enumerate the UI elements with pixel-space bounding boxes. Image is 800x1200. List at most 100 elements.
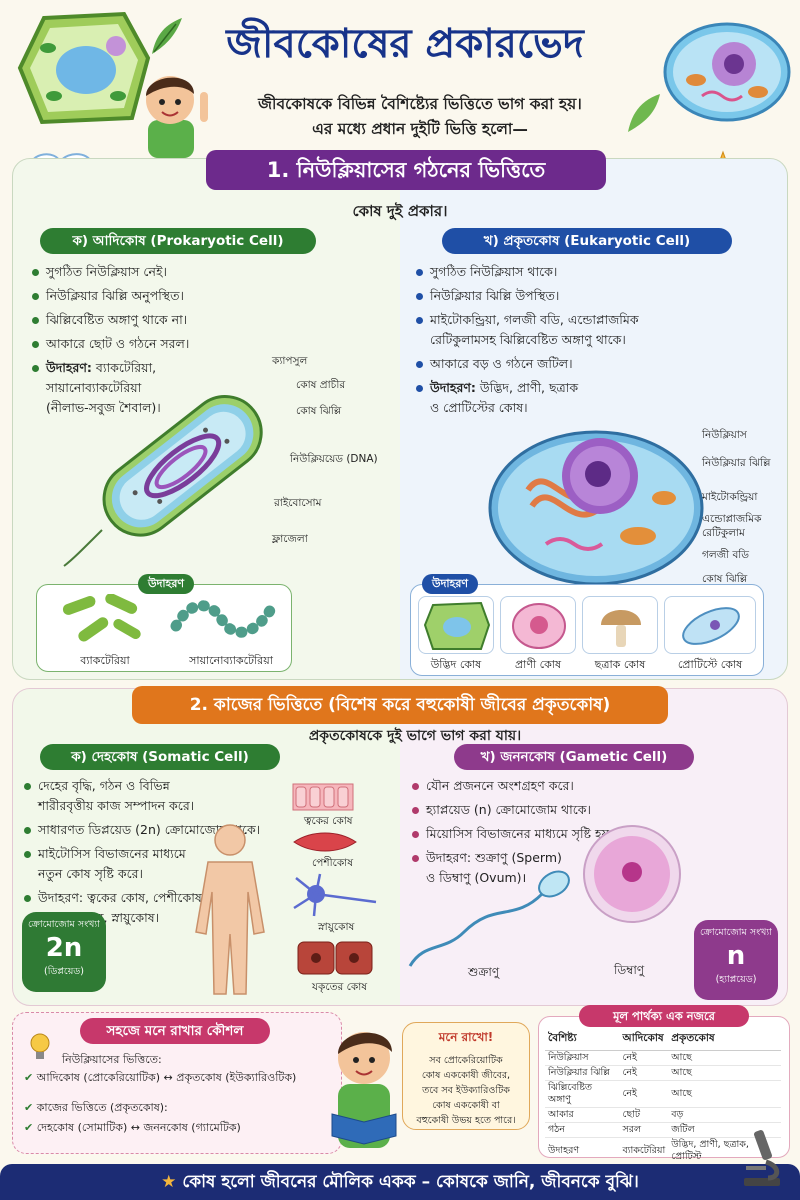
column-header: আদিকোষ — [619, 1029, 669, 1051]
example-tag: উদাহরণ — [422, 574, 479, 594]
list-item: মিয়োসিস বিভাজনের মাধ্যমে সৃষ্টি হয়। — [410, 824, 710, 844]
table-cell: নেই — [619, 1065, 669, 1081]
chromosome-badge-n: ক্রোমোজোম সংখ্যা n (হ্যাপ্লয়েড) — [694, 920, 778, 1000]
eukaryote-list: সুগঠিত নিউক্লিয়াস থাকে। নিউক্লিয়ার ঝিল… — [414, 262, 714, 422]
sperm-cell-image — [404, 862, 584, 972]
tip-line-3: ✔ কাজের ভিত্তিতে (প্রকৃতকোষ): — [24, 1100, 168, 1116]
list-text: ও ডিম্বাণু (Ovum)। — [426, 870, 527, 885]
star-icon: ★ — [161, 1172, 183, 1192]
table-cell: আছে — [668, 1065, 781, 1081]
list-text: মাইটোকন্ড্রিয়া, গলজী বডি, এন্ডোপ্লাজমিক — [430, 312, 639, 327]
remember-line: বহুকোষী উভয় হতে পারে। — [416, 1115, 516, 1126]
caption-protist-cell: প্রোটিস্টে কোষ — [677, 658, 743, 671]
list-item: হ্যাপ্লয়েড (n) ক্রোমোজোম থাকে। — [410, 800, 710, 820]
table-cell: ঝিল্লিবেষ্টিত অঙ্গাণু — [545, 1080, 620, 1108]
list-item: আকারে বড় ও গঠনে জটিল। — [414, 354, 714, 374]
example-text: উদ্ভিদ, প্রাণী, ছত্রাক — [479, 380, 579, 395]
sperm-label: শুক্রাণু — [468, 965, 500, 979]
example-text: ব্যাকটেরিয়া, — [95, 360, 157, 375]
list-item: উদাহরণ: উদ্ভিদ, প্রাণী, ছত্রাক ও প্রোটিস্… — [414, 378, 714, 418]
boy-icon — [124, 62, 220, 158]
section2-banner: 2. কাজের ভিত্তিতে (বিশেষ করে বহুকোষী জীব… — [132, 686, 668, 724]
nerve-cell-label: স্নায়ুকোষ — [318, 921, 355, 933]
label-ribosome: রাইবোসোম — [274, 497, 322, 509]
remember-line: তবে সব ইউক্যারিওটিক — [422, 1085, 510, 1096]
list-item: মাইটোসিস বিভাজনের মাধ্যমেনতুন কোষ সৃষ্টি… — [22, 844, 262, 884]
label-er: এন্ডোপ্লাজমিক — [702, 513, 762, 525]
chromo-value: 2n — [45, 933, 83, 963]
table-cell: নেই — [619, 1080, 669, 1108]
page-title: জীবকোষের প্রকারভেদ — [226, 20, 584, 67]
section1-subtitle: কোষ দুই প্রকার। — [352, 202, 448, 220]
intro-line-2: এর মধ্যে প্রধান দুইটি ভিত্তি হলো— — [312, 120, 528, 138]
table-cell: নিউক্লিয়ার ঝিল্লি — [545, 1065, 620, 1081]
table-cell: আকার — [545, 1107, 620, 1123]
label-nucleus: নিউক্লিয়াস — [702, 429, 747, 441]
ovum-image — [582, 824, 682, 924]
chromo-label: ক্রোমোজোম সংখ্যা — [700, 927, 772, 938]
tip-line-4: ✔ দেহকোষ (সোমাটিক) ↔ জননকোষ (গ্যামেটিক) — [24, 1120, 241, 1136]
example-tag: উদাহরণ — [138, 574, 195, 594]
nerve-cell-image — [290, 872, 380, 918]
fungal-cell-card — [582, 596, 658, 654]
tip-text: আদিকোষ (প্রোকেরিয়োটিক) ↔ প্রকৃতকোষ (ইউক… — [36, 1071, 297, 1084]
table-cell: ছোট — [619, 1107, 669, 1123]
example-line: সায়ানোব্যাকটেরিয়া — [46, 380, 142, 395]
prokaryote-list: সুগঠিত নিউক্লিয়াস নেই। নিউক্লিয়ার ঝিল্… — [30, 262, 270, 422]
leaf-icon — [624, 90, 664, 134]
list-item: উদাহরণ: শুক্রাণু (Sperm) ও ডিম্বাণু (Ovum… — [410, 848, 710, 888]
example-label: উদাহরণ: — [430, 380, 476, 395]
check-icon: ✔ — [24, 1071, 37, 1084]
section2-subtitle: প্রকৃতকোষকে দুই ভাগে ভাগ করা যায়। — [308, 728, 522, 744]
label-cell-wall: কোষ প্রাচীর — [296, 379, 346, 391]
label-nuclear-membrane: নিউক্লিয়ার ঝিল্লি — [702, 457, 771, 469]
example-line: ও প্রোটিস্টের কোষ। — [430, 400, 528, 415]
table-cell: নিউক্লিয়াস — [545, 1050, 620, 1066]
table-cell: উদাহরণ — [545, 1137, 620, 1165]
list-item: ঝিল্লিবেষ্টিত অঙ্গাণু থাকে না। — [30, 310, 270, 330]
list-item: উদাহরণ: ব্যাকটেরিয়া, সায়ানোব্যাকটেরিয়া… — [30, 358, 270, 418]
table-cell: ব্যাকটেরিয়া — [619, 1137, 669, 1165]
intro-text: জীবকোষকে বিভিন্ন বৈশিষ্ট্যের ভিত্তিতে ভা… — [200, 92, 640, 142]
check-icon: ✔ — [24, 1101, 37, 1114]
list-text: উদাহরণ: শুক্রাণু (Sperm) — [426, 850, 562, 865]
column-header: বৈশিষ্ট্য — [545, 1029, 620, 1051]
label-capsule: ক্যাপসুল — [272, 355, 308, 367]
list-text: দেহের বৃদ্ধি, গঠন ও বিভিন্ন — [38, 778, 170, 793]
bacteria-rods — [56, 593, 146, 644]
animal-cell-icon — [662, 14, 792, 126]
list-item: নিউক্লিয়ার ঝিল্লি উপস্থিত। — [414, 286, 714, 306]
protist-cell-card — [664, 596, 756, 654]
table-cell: জটিল — [668, 1122, 781, 1138]
liver-cell-label: যকৃতের কোষ — [312, 981, 368, 993]
tips-heading: সহজে মনে রাখার কৌশল — [80, 1018, 270, 1044]
animal-cell-card — [500, 596, 576, 654]
tip-line-2: ✔ আদিকোষ (প্রোকেরিয়োটিক) ↔ প্রকৃতকোষ (ই… — [24, 1070, 296, 1086]
section1-banner: 1. নিউক্লিয়াসের গঠনের ভিত্তিতে — [206, 150, 606, 190]
table-cell: আছে — [668, 1080, 781, 1108]
example-label: উদাহরণ: — [46, 360, 92, 375]
leaf-icon — [146, 14, 186, 58]
remember-text: সব প্রোকেরিয়োটিক কোষ এককোষী জীবের, তবে … — [403, 1053, 529, 1128]
human-body-figure — [180, 822, 280, 998]
list-text: মাইটোসিস বিভাজনের মাধ্যমে — [38, 846, 186, 861]
list-item: সুগঠিত নিউক্লিয়াস নেই। — [30, 262, 270, 282]
somatic-heading: ক) দেহকোষ (Somatic Cell) — [40, 744, 280, 770]
list-text: রেটিকুলামসহ ঝিল্লিবেষ্টিত অঙ্গাণু থাকে। — [430, 332, 626, 347]
table-cell: সরল — [619, 1122, 669, 1138]
tip-text: কাজের ভিত্তিতে (প্রকৃতকোষ): — [36, 1101, 168, 1114]
label-mitochondria: মাইটোকন্ড্রিয়া — [702, 491, 758, 503]
cyanobacteria-chain — [170, 596, 280, 642]
ovum-label: ডিম্বাণু — [614, 963, 645, 977]
label-er-2: রেটিকুলাম — [702, 527, 745, 539]
table-cell: নেই — [619, 1050, 669, 1066]
label-golgi: গলজী বডি — [702, 549, 750, 561]
caption-cyanobacteria: সায়ানোব্যাকটেরিয়া — [189, 654, 273, 667]
table-cell: বড় — [668, 1107, 781, 1123]
label-flagella: ফ্লাজেলা — [272, 533, 308, 545]
muscle-cell-label: পেশীকোষ — [312, 857, 354, 869]
